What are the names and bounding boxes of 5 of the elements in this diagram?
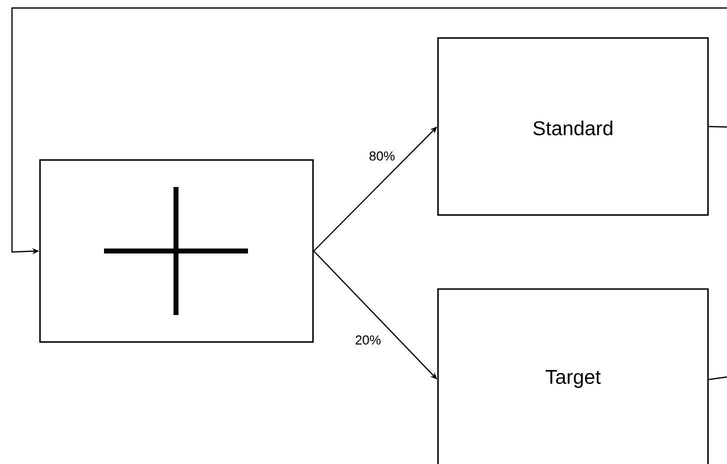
edge-label: 80% — [370, 151, 395, 161]
edge-label: 20% — [356, 335, 381, 345]
process-box: Standard — [437, 37, 709, 216]
summing-box — [39, 159, 314, 343]
process-box: Target — [437, 288, 709, 464]
